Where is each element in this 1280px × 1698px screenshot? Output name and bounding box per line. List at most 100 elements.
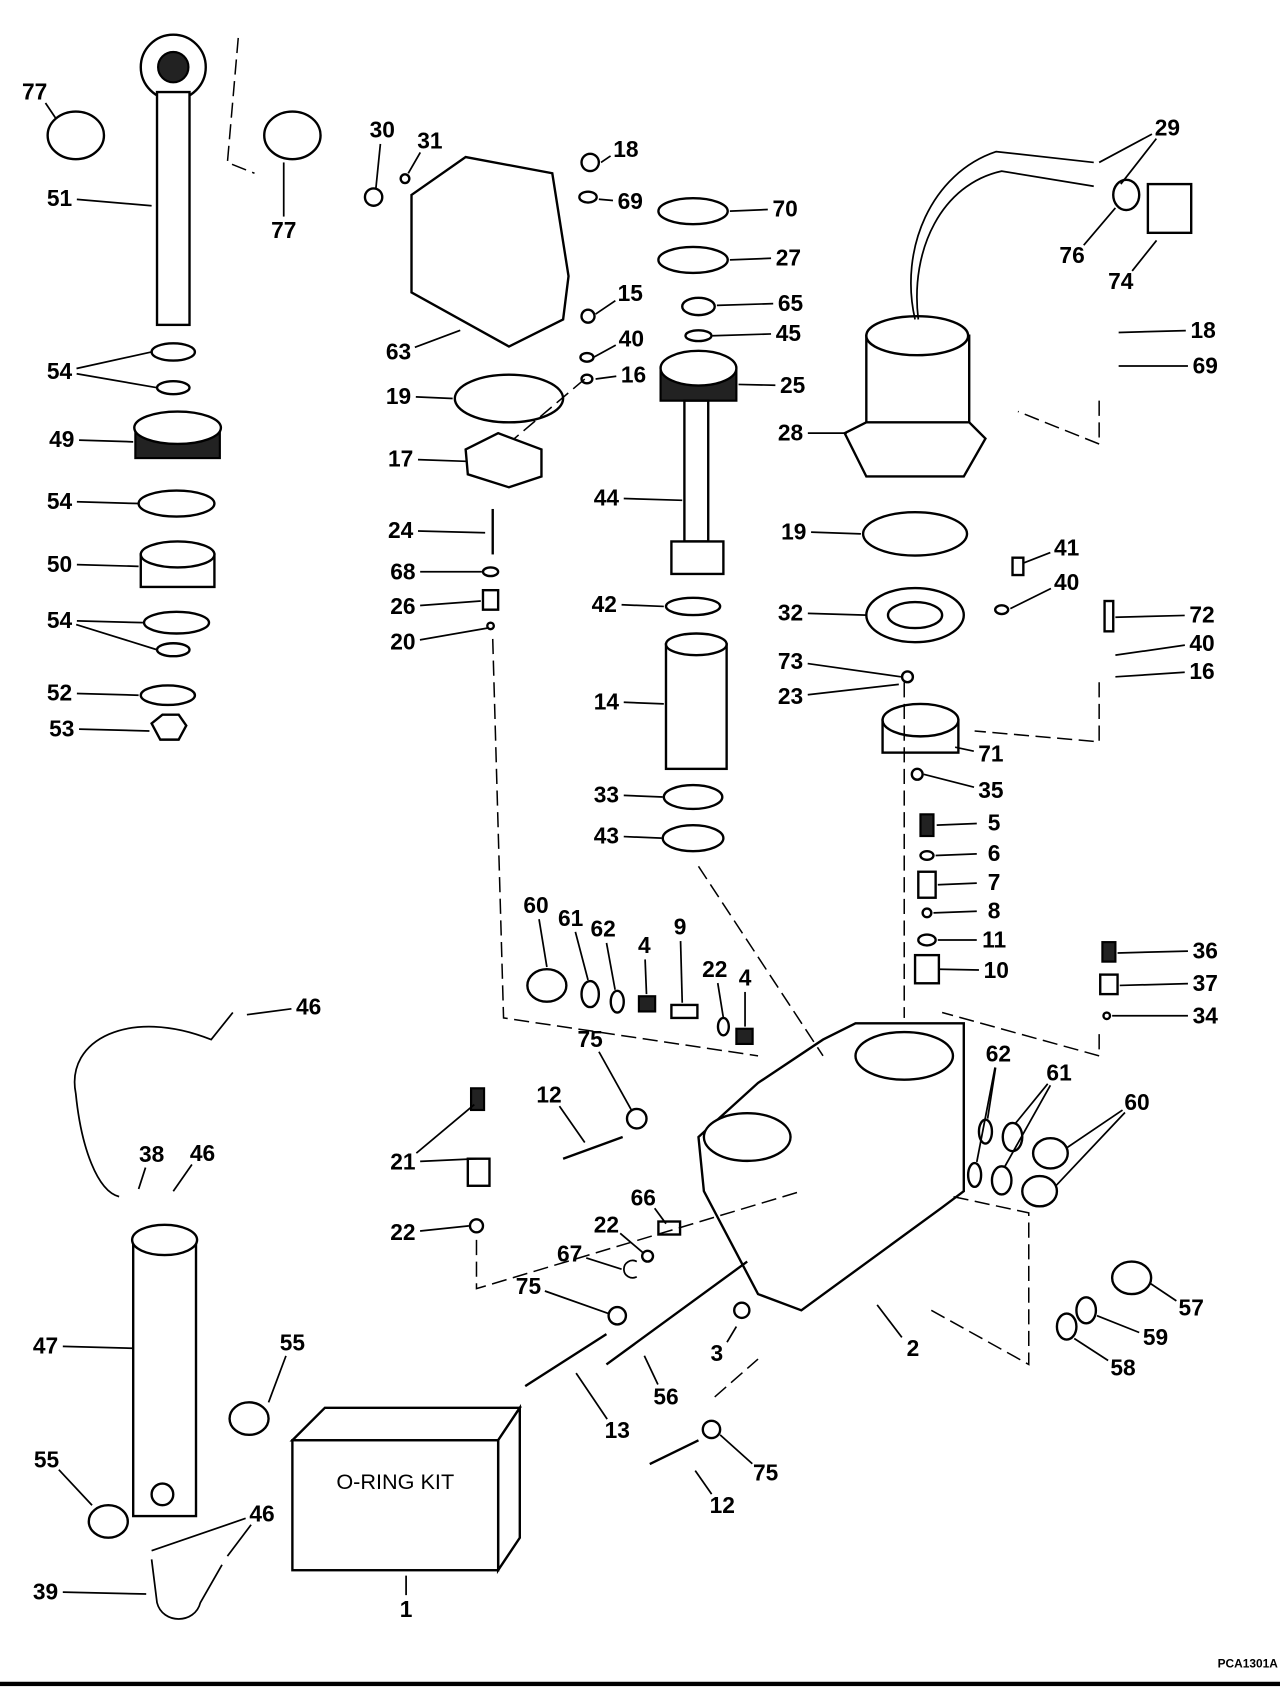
leader-line: [876, 1304, 903, 1338]
callout-label: 22: [702, 956, 727, 982]
screw: [1103, 599, 1115, 633]
bushing: [263, 110, 322, 161]
callout-label: 19: [781, 518, 806, 544]
leader-line: [1009, 587, 1052, 610]
callout-label: 12: [536, 1081, 561, 1107]
leader-line: [679, 941, 684, 1003]
piston-top: [139, 540, 216, 569]
leader-line: [712, 333, 772, 337]
valve: [481, 588, 500, 611]
leader-line: [76, 500, 139, 505]
valve-seat: [913, 953, 941, 985]
valve-plug: [1110, 1260, 1153, 1296]
callout-label: 56: [653, 1384, 678, 1410]
callout-label: 10: [984, 957, 1009, 983]
leader-line: [923, 773, 975, 789]
figure-code: PCA1301A: [1218, 1657, 1279, 1671]
washer: [580, 373, 594, 385]
assembly-dashed-line: [941, 1011, 1100, 1057]
leader-line: [417, 530, 486, 534]
valve-plug: [526, 968, 568, 1003]
spring: [1101, 941, 1117, 963]
callout-label: 29: [1155, 114, 1180, 140]
callout-label: 4: [638, 932, 651, 958]
washer: [139, 684, 197, 707]
callout-label: 39: [33, 1578, 58, 1604]
sleeve-top: [664, 632, 728, 657]
connector-seal: [1112, 178, 1141, 212]
leader-line: [644, 959, 648, 995]
leader-line: [76, 692, 139, 697]
screw: [580, 308, 596, 324]
callout-label: 65: [778, 290, 804, 316]
leader-line: [593, 344, 617, 359]
cylinder-top: [130, 1223, 199, 1257]
callout-label: 2: [907, 1335, 920, 1361]
callout-label: 54: [47, 488, 73, 514]
leader-line: [716, 982, 725, 1019]
callout-label: 53: [49, 715, 74, 741]
callout-label: 46: [190, 1140, 215, 1166]
leader-line: [595, 299, 616, 315]
o-ring: [453, 373, 565, 424]
callout-label: 69: [1193, 353, 1218, 379]
parts-layer: [46, 33, 1193, 1620]
leader-line: [807, 662, 902, 678]
callout-label: 32: [778, 600, 803, 626]
callout-label: 15: [618, 280, 644, 306]
trim-cylinder: [132, 1238, 198, 1518]
callout-label: 41: [1054, 535, 1080, 561]
leader-line: [420, 600, 481, 607]
leader-line: [811, 531, 861, 535]
callout-label: 75: [516, 1273, 542, 1299]
valve-plug: [1031, 1136, 1069, 1170]
plate: [464, 431, 543, 489]
pump-body-top: [881, 702, 960, 738]
callout-label: 55: [34, 1446, 60, 1472]
callout-label: 35: [978, 777, 1004, 803]
valve: [917, 870, 937, 899]
hose: [73, 1011, 234, 1198]
screw: [1011, 556, 1025, 577]
callout-label: 71: [978, 740, 1004, 766]
leader-line: [1131, 239, 1158, 272]
nut: [150, 713, 188, 741]
bushing: [87, 1504, 129, 1539]
callout-label: 45: [776, 320, 802, 346]
o-ring: [661, 823, 725, 853]
bolt: [562, 1135, 624, 1160]
callout-label: 1: [400, 1596, 413, 1622]
assembly-dashed-line: [475, 1190, 802, 1290]
washer: [625, 1107, 648, 1130]
leader-line: [544, 1290, 609, 1315]
memory-piston-rod: [683, 399, 710, 543]
leader-line: [933, 910, 977, 914]
o-ring: [609, 989, 625, 1014]
callout-label: 52: [47, 680, 72, 706]
callout-label: 18: [1190, 317, 1215, 343]
spring: [469, 1087, 486, 1112]
callout-label: 75: [753, 1459, 779, 1485]
callout-label: 40: [1189, 630, 1214, 656]
washer: [578, 190, 598, 204]
leader-line: [575, 1372, 608, 1420]
leader-line: [954, 746, 974, 753]
oring-kit-label: O-RING KIT: [336, 1469, 454, 1494]
poppet: [1099, 973, 1119, 996]
callout-label: 51: [47, 185, 73, 211]
gland: [659, 349, 738, 387]
callout-label: 27: [776, 244, 801, 270]
leader-line: [716, 302, 774, 307]
callout-label: 54: [47, 358, 73, 384]
leader-line: [653, 1207, 667, 1225]
callout-label: 16: [1189, 658, 1214, 684]
motor-base: [843, 421, 987, 478]
leader-line: [600, 155, 612, 164]
rod-flange: [670, 540, 725, 576]
leader-line: [807, 612, 867, 616]
washer: [579, 351, 595, 363]
o-ring: [399, 173, 411, 185]
rod-eye-bore: [157, 50, 190, 84]
callout-label: 38: [139, 1141, 164, 1167]
